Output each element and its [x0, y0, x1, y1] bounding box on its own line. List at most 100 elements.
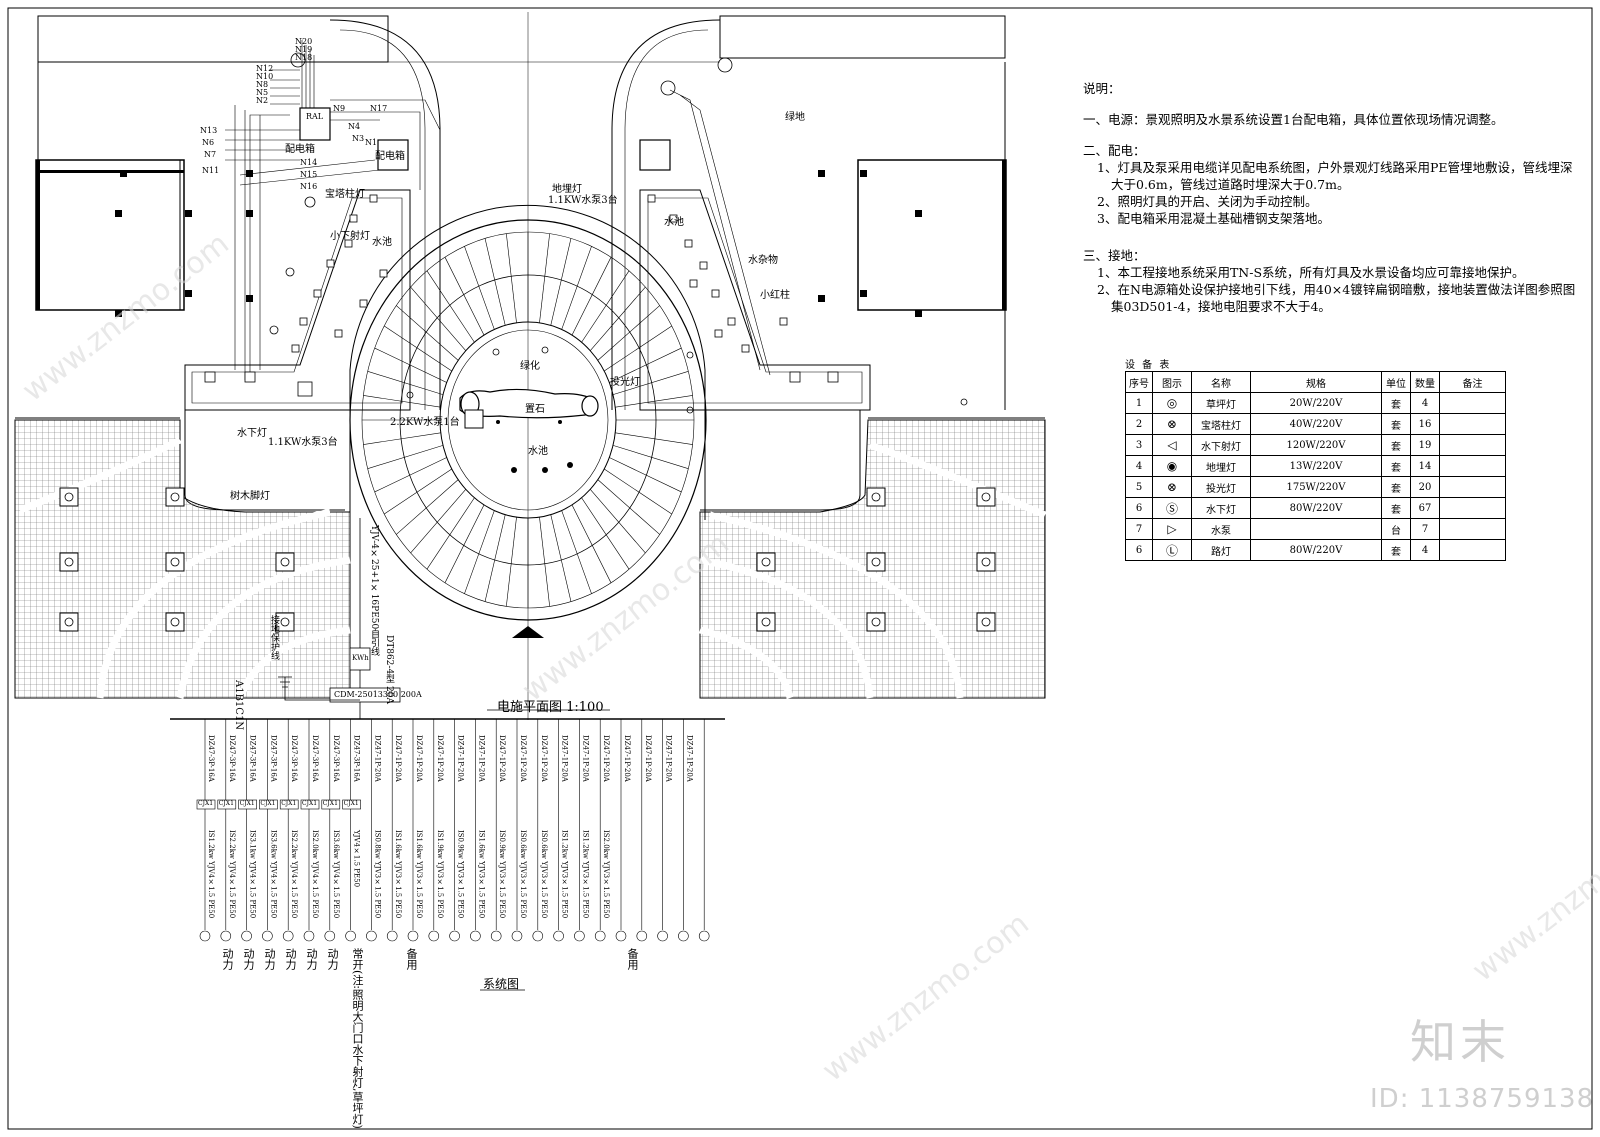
north-arrow-icon: [512, 626, 544, 638]
table-cell-no: 1: [1125, 392, 1153, 414]
branch-breaker-label: DZ47-1P-20A: [685, 735, 694, 782]
water-feature-right: [639, 189, 871, 411]
label-distribution-box: 配电箱: [375, 151, 405, 162]
branch-terminal: [282, 930, 294, 942]
load-label: 动力: [305, 948, 318, 970]
circuit-label: N14: [300, 158, 318, 167]
plaza-step-line: [444, 257, 485, 336]
branch-terminal: [490, 930, 502, 942]
circuit-label: N20: [295, 37, 313, 46]
plaza-step-line: [410, 286, 467, 351]
notes-item: 2、照明灯具的开启、关闭为手动控制。: [1097, 194, 1318, 209]
label-pump-center: 2.2KW水泵1台: [390, 417, 460, 428]
branch-breaker-label: DZ47-1P-20A: [415, 735, 423, 782]
label-incoming: A1B1C1N: [233, 680, 244, 731]
lamp-marker: [379, 269, 388, 278]
table-cell-qty: 19: [1410, 434, 1440, 456]
col-header: 数量: [1410, 371, 1440, 393]
contactor-label: CJX1: [322, 800, 338, 807]
col-header: 规格: [1250, 371, 1382, 393]
table-cell-unit: 套: [1381, 476, 1411, 498]
branch-cable-label: IS1.6kw YJV3×1.5 PE50: [477, 830, 486, 919]
lamp-marker: [326, 259, 335, 268]
branch-cable-label: IS0.6kw YJV3×1.5 PE50: [519, 830, 527, 919]
branch-breaker-label: DZ47-3P-16A: [227, 735, 236, 782]
plaza-step-line: [609, 347, 682, 383]
system-diagram: [170, 518, 725, 720]
plaza-step-line: [384, 325, 452, 372]
label-water-right: 水池: [664, 217, 684, 228]
plaza-step-line: [589, 286, 646, 351]
distribution-box-left: [377, 139, 409, 171]
contactor-label: CJX1: [218, 800, 234, 807]
contactor-box: [300, 799, 320, 810]
branch-terminal: [428, 930, 440, 942]
branch-cable-label: IS0.8kw YJV3×1.5 PE50: [373, 830, 382, 919]
table-cell-name: 地埋灯: [1191, 455, 1251, 477]
col-header: 备注: [1439, 371, 1506, 393]
plaza-step-line: [561, 246, 592, 330]
branch-terminal: [470, 930, 481, 942]
notes-section-distribution: 二、配电：: [1083, 143, 1146, 158]
circuit-label: N15: [300, 170, 318, 179]
plaza-step-line: [396, 479, 459, 535]
table-cell-note: [1439, 497, 1506, 519]
table-header-row: 序号 图示 名称 规格 单位 数量 备注: [1125, 371, 1506, 393]
circuit-label: N8: [256, 80, 269, 89]
plaza-step-line: [581, 497, 630, 570]
notes-section-power: 一、电源：景观照明及水景系统设置1台配电箱，具体位置依现场情况调整。: [1083, 112, 1504, 127]
load-label: 备用: [626, 948, 639, 970]
table-cell-unit: 套: [1381, 455, 1411, 477]
branch-breaker-label: DZ47-1P-20A: [581, 735, 590, 782]
notes-section-grounding: 三、接地：: [1083, 248, 1146, 263]
table-cell-note: [1439, 413, 1506, 435]
table-cell-no: 6: [1125, 539, 1153, 561]
load-label: 动力: [326, 948, 339, 970]
building-top-right: [719, 15, 1006, 59]
table-cell-spec: 80W/220V: [1250, 497, 1382, 519]
load-label: 动力: [263, 948, 276, 970]
table-cell-qty: 7: [1410, 518, 1440, 540]
label-main-breaker: CDM-25013300 200A: [334, 690, 422, 699]
lamp-marker: [334, 329, 343, 338]
circuit-label: N1: [365, 138, 378, 147]
branch-terminal: [345, 930, 356, 942]
contactor-box: [217, 799, 237, 810]
branch-breaker-label: DZ47-3P-16A: [311, 735, 319, 782]
circuit-label: N6: [202, 138, 215, 147]
branch-cable-label: IS2.2kw YJV4×1.5 PE50: [290, 830, 299, 919]
label-distribution-box: 配电箱: [285, 144, 315, 155]
watermark-logo: 知末: [1410, 1015, 1510, 1069]
plan-title: 电施平面图 1:100: [497, 700, 604, 715]
circuit-label: N13: [200, 126, 218, 135]
table-cell-no: 7: [1125, 518, 1153, 540]
load-label: 常开(注:照明大门口水下射灯,草坪灯): [351, 948, 364, 1129]
table-cell-unit: 套: [1381, 539, 1411, 561]
table-cell-unit: 套: [1381, 434, 1411, 456]
table-cell-qty: 67: [1410, 497, 1440, 519]
label-greenery: 绿地: [785, 112, 805, 123]
plaza-step-line: [597, 479, 660, 535]
notes-item: 3、配电箱采用混凝土基础槽钢支架落地。: [1097, 211, 1330, 226]
branch-terminal: [407, 930, 419, 942]
table-cell-note: [1439, 476, 1506, 498]
design-notes: 说明： 一、电源：景观照明及水景系统设置1台配电箱，具体位置依现场情况调整。 二…: [1083, 80, 1583, 315]
branch-cable-label: IS3.1kw YJV4×1.5 PE50: [248, 830, 257, 919]
label-underwater-spot: 小下射灯: [330, 231, 370, 242]
circuit-label: N10: [256, 72, 274, 81]
branch-terminal: [449, 930, 460, 942]
branch-breaker-label: DZ47-3P-16A: [352, 735, 361, 782]
lamp-marker: [727, 317, 736, 326]
plaza-step-line: [597, 305, 660, 361]
plaza-step-line: [550, 514, 572, 602]
plaza-step-line: [581, 270, 630, 343]
circuit-label: N3: [352, 134, 365, 143]
contactor-box: [342, 799, 361, 810]
branch-terminal: [241, 930, 252, 942]
plaza-step-line: [426, 270, 475, 343]
lamp-marker: [299, 317, 308, 326]
branch-breaker-label: DZ47-1P-20A: [623, 735, 631, 782]
